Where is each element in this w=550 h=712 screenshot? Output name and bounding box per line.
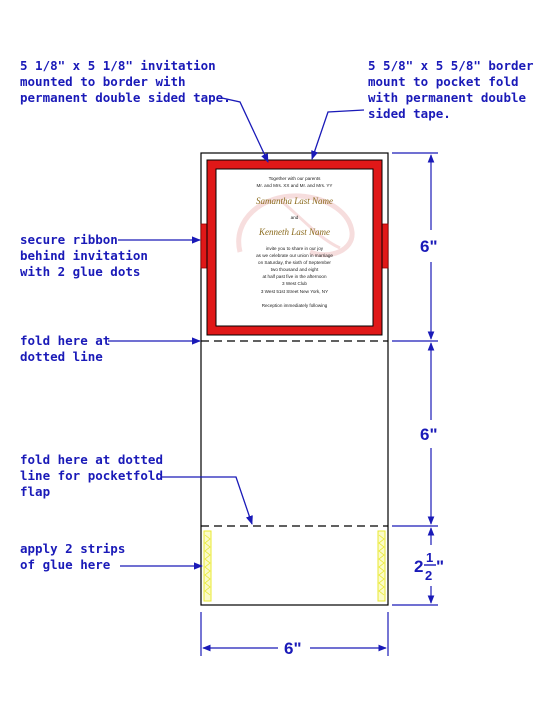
note-invitation-mount: 5 1/8" x 5 1/8" invitation mounted to bo… xyxy=(20,58,231,105)
dimension-lines-vertical xyxy=(392,152,438,606)
inv-line6: two thousand and eight xyxy=(271,267,319,272)
inv-line5: on Saturday, the sixth of September xyxy=(258,260,331,265)
monogram-flourish xyxy=(236,193,355,258)
glue-strip-right xyxy=(377,530,386,602)
note-border-mount: 5 5/8" x 5 5/8" border mount to pocket f… xyxy=(368,58,541,121)
dim-top-panel: 6" xyxy=(420,237,438,256)
note-ribbon: secure ribbon behind invitation with 2 g… xyxy=(20,232,155,279)
inv-line4: as we celebrate our union in marriage xyxy=(256,253,333,258)
svg-text:2: 2 xyxy=(414,557,423,576)
inv-line3: invite you to share in our joy xyxy=(266,246,324,251)
inv-name2: Kenneth Last Name xyxy=(258,227,330,237)
svg-text:": " xyxy=(436,557,444,576)
note-fold-pocket: fold here at dotted line for pocketfold … xyxy=(20,452,171,499)
inv-name1: Samantha Last Name xyxy=(256,196,333,206)
note-fold-dotted: fold here at dotted line xyxy=(20,333,118,364)
inv-and: and xyxy=(291,215,299,220)
inv-line8: 3 West Club xyxy=(282,281,307,286)
dim-width: 6" xyxy=(284,639,302,658)
invitation-card xyxy=(215,168,374,327)
arrow-border-mount xyxy=(311,109,365,160)
note-glue: apply 2 strips of glue here xyxy=(20,541,133,572)
inv-line9: 3 West 51st Street New York, NY xyxy=(261,289,328,294)
svg-text:1: 1 xyxy=(426,550,433,565)
arrow-invitation-mount xyxy=(221,97,269,163)
arrow-fold-pocket xyxy=(162,476,253,525)
dimension-lines-horizontal xyxy=(200,612,389,656)
glue-strip-left xyxy=(203,530,212,602)
dim-pocket: 2 1 2 " xyxy=(414,550,444,583)
inv-line7: at half past five in the afternoon xyxy=(262,274,327,279)
inv-line1: Together with our parents xyxy=(269,176,322,181)
dim-middle-panel: 6" xyxy=(420,425,438,444)
inv-line2: Mr. and Mrs. XX and Mr. and Mrs. YY xyxy=(257,183,333,188)
inv-line10: Reception immediately following xyxy=(262,303,328,308)
svg-text:2: 2 xyxy=(425,568,432,583)
